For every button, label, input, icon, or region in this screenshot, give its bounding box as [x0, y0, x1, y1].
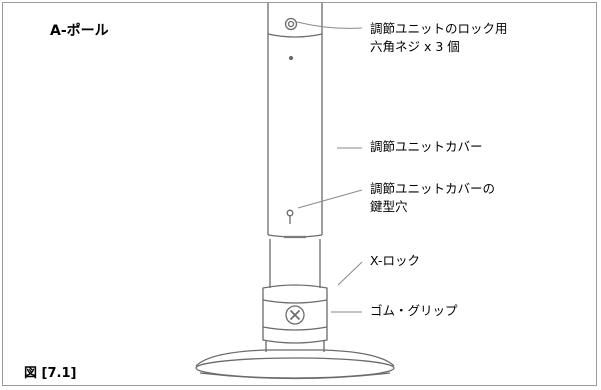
callout-grip: ゴム・グリップ — [370, 303, 458, 318]
cover-dot — [288, 55, 294, 61]
leader-xlock — [337, 261, 363, 286]
callout-xlock: X-ロック — [370, 253, 420, 268]
leader-keyhole — [297, 189, 363, 209]
keyhole — [286, 209, 294, 217]
callout-keyhole: 調節ユニットカバーの 鍵型穴 — [370, 180, 495, 216]
figure-label: 図 [7.1] — [24, 366, 77, 381]
grip-collar — [262, 284, 328, 344]
upper-tube-top-seam — [267, 33, 323, 38]
callout-lock-screws-line1: 調節ユニットのロック用 — [370, 21, 508, 36]
callout-keyhole-line2: 鍵型穴 — [370, 199, 408, 214]
upper-tube — [267, 3, 323, 235]
callout-lock-screws: 調節ユニットのロック用 六角ネジ x 3 個 — [370, 20, 508, 56]
x-button — [285, 305, 305, 325]
hex-screw — [284, 17, 298, 31]
callout-keyhole-line1: 調節ユニットカバーの — [370, 181, 496, 196]
lower-tube — [269, 239, 321, 288]
leader-lock-screws — [296, 21, 363, 29]
callout-cover: 調節ユニットカバー — [370, 139, 483, 154]
diagram-title: A-ポール — [50, 23, 109, 39]
base — [195, 349, 395, 367]
callout-lock-screws-line2: 六角ネジ x 3 個 — [370, 39, 460, 54]
figure-frame — [2, 2, 597, 386]
